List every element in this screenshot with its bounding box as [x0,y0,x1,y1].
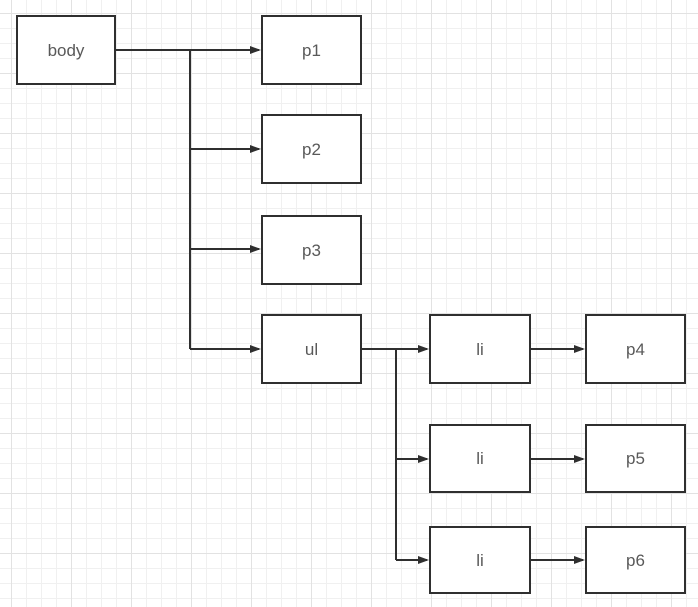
node-li-1[interactable]: li [429,314,531,384]
node-p1[interactable]: p1 [261,15,362,85]
node-p4-label: p4 [626,339,645,359]
node-li-2[interactable]: li [429,424,531,493]
node-li-1-label: li [476,339,484,359]
node-p6-label: p6 [626,550,645,570]
node-li-2-label: li [476,449,484,468]
node-p5-label: p5 [626,449,645,468]
node-p1-label: p1 [302,40,321,60]
node-li-3[interactable]: li [429,526,531,594]
node-li-3-label: li [476,550,484,570]
node-p3[interactable]: p3 [261,215,362,285]
node-p5[interactable]: p5 [585,424,686,493]
node-ul[interactable]: ul [261,314,362,384]
node-p4[interactable]: p4 [585,314,686,384]
node-p6[interactable]: p6 [585,526,686,594]
node-p3-label: p3 [302,240,321,260]
node-ul-label: ul [304,339,319,359]
node-body-label: body [47,40,85,60]
node-p2-label: p2 [302,139,321,159]
node-p2[interactable]: p2 [261,114,362,184]
node-body[interactable]: body [16,15,116,85]
